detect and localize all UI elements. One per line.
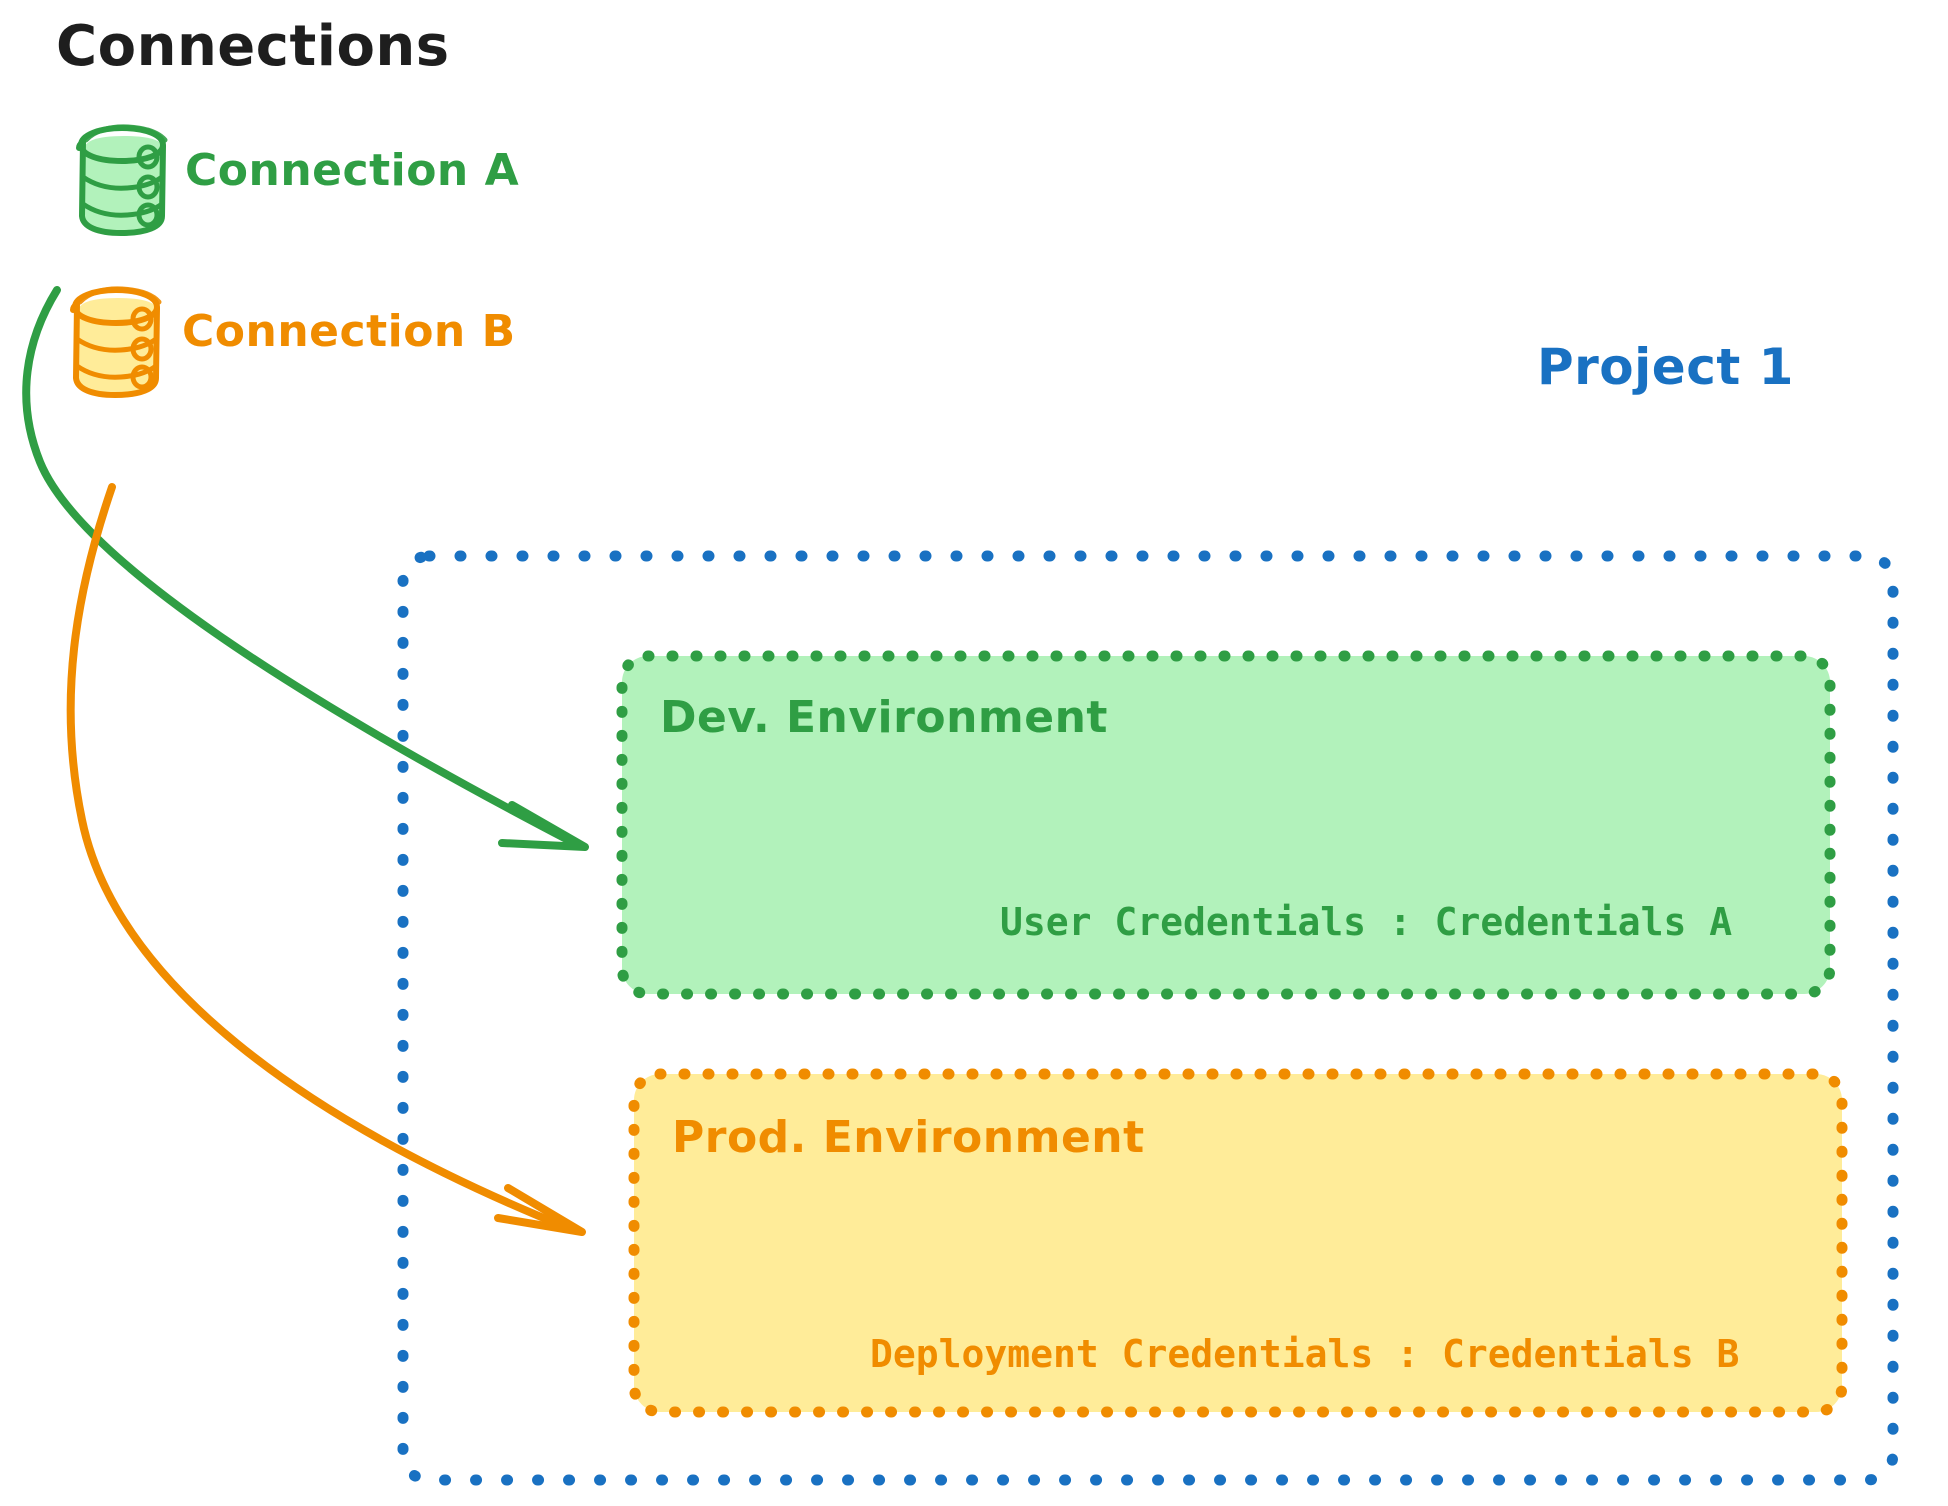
cylinder-a-led-2 — [136, 174, 160, 200]
arrow-connection-b-to-prod — [66, 483, 586, 1236]
arrow-b-head — [494, 1184, 586, 1236]
prod-environment-border — [628, 1068, 1848, 1418]
prod-environment-fill — [634, 1074, 1842, 1412]
dev-environment-title: Dev. Environment — [660, 692, 1108, 743]
cylinder-a-top-sketch — [83, 124, 168, 143]
arrow-b-path — [66, 483, 572, 1232]
dev-environment-credentials: User Credentials : Credentials A — [1000, 900, 1733, 944]
database-cylinder-icon-a[interactable] — [76, 124, 168, 236]
prod-environment-box[interactable] — [628, 1068, 1848, 1418]
project-container[interactable] — [397, 550, 1899, 1486]
cylinder-b-led-3 — [130, 364, 154, 390]
prod-environment-title: Prod. Environment — [672, 1112, 1145, 1163]
arrow-a-path — [22, 286, 576, 846]
dev-environment-box[interactable] — [616, 650, 1836, 1000]
project-container-border — [397, 550, 1899, 1486]
cylinder-a-led-3 — [136, 202, 160, 228]
database-cylinder-icon-b[interactable] — [70, 286, 162, 398]
arrow-connection-a-to-dev — [22, 286, 589, 851]
cylinder-b-led-2 — [130, 336, 154, 362]
connection-a-label[interactable]: Connection A — [185, 145, 520, 196]
page-title: Connections — [56, 14, 450, 79]
prod-environment-credentials: Deployment Credentials : Credentials B — [870, 1332, 1740, 1376]
cylinder-a-led-1 — [136, 144, 160, 170]
cylinder-b-led-1 — [130, 306, 154, 332]
cylinder-b-top-sketch — [77, 286, 162, 305]
arrow-a-head — [498, 801, 589, 851]
project-title: Project 1 — [1537, 338, 1794, 396]
dev-environment-border — [616, 650, 1836, 1000]
connection-b-label[interactable]: Connection B — [182, 306, 516, 357]
dev-environment-fill — [622, 656, 1830, 994]
